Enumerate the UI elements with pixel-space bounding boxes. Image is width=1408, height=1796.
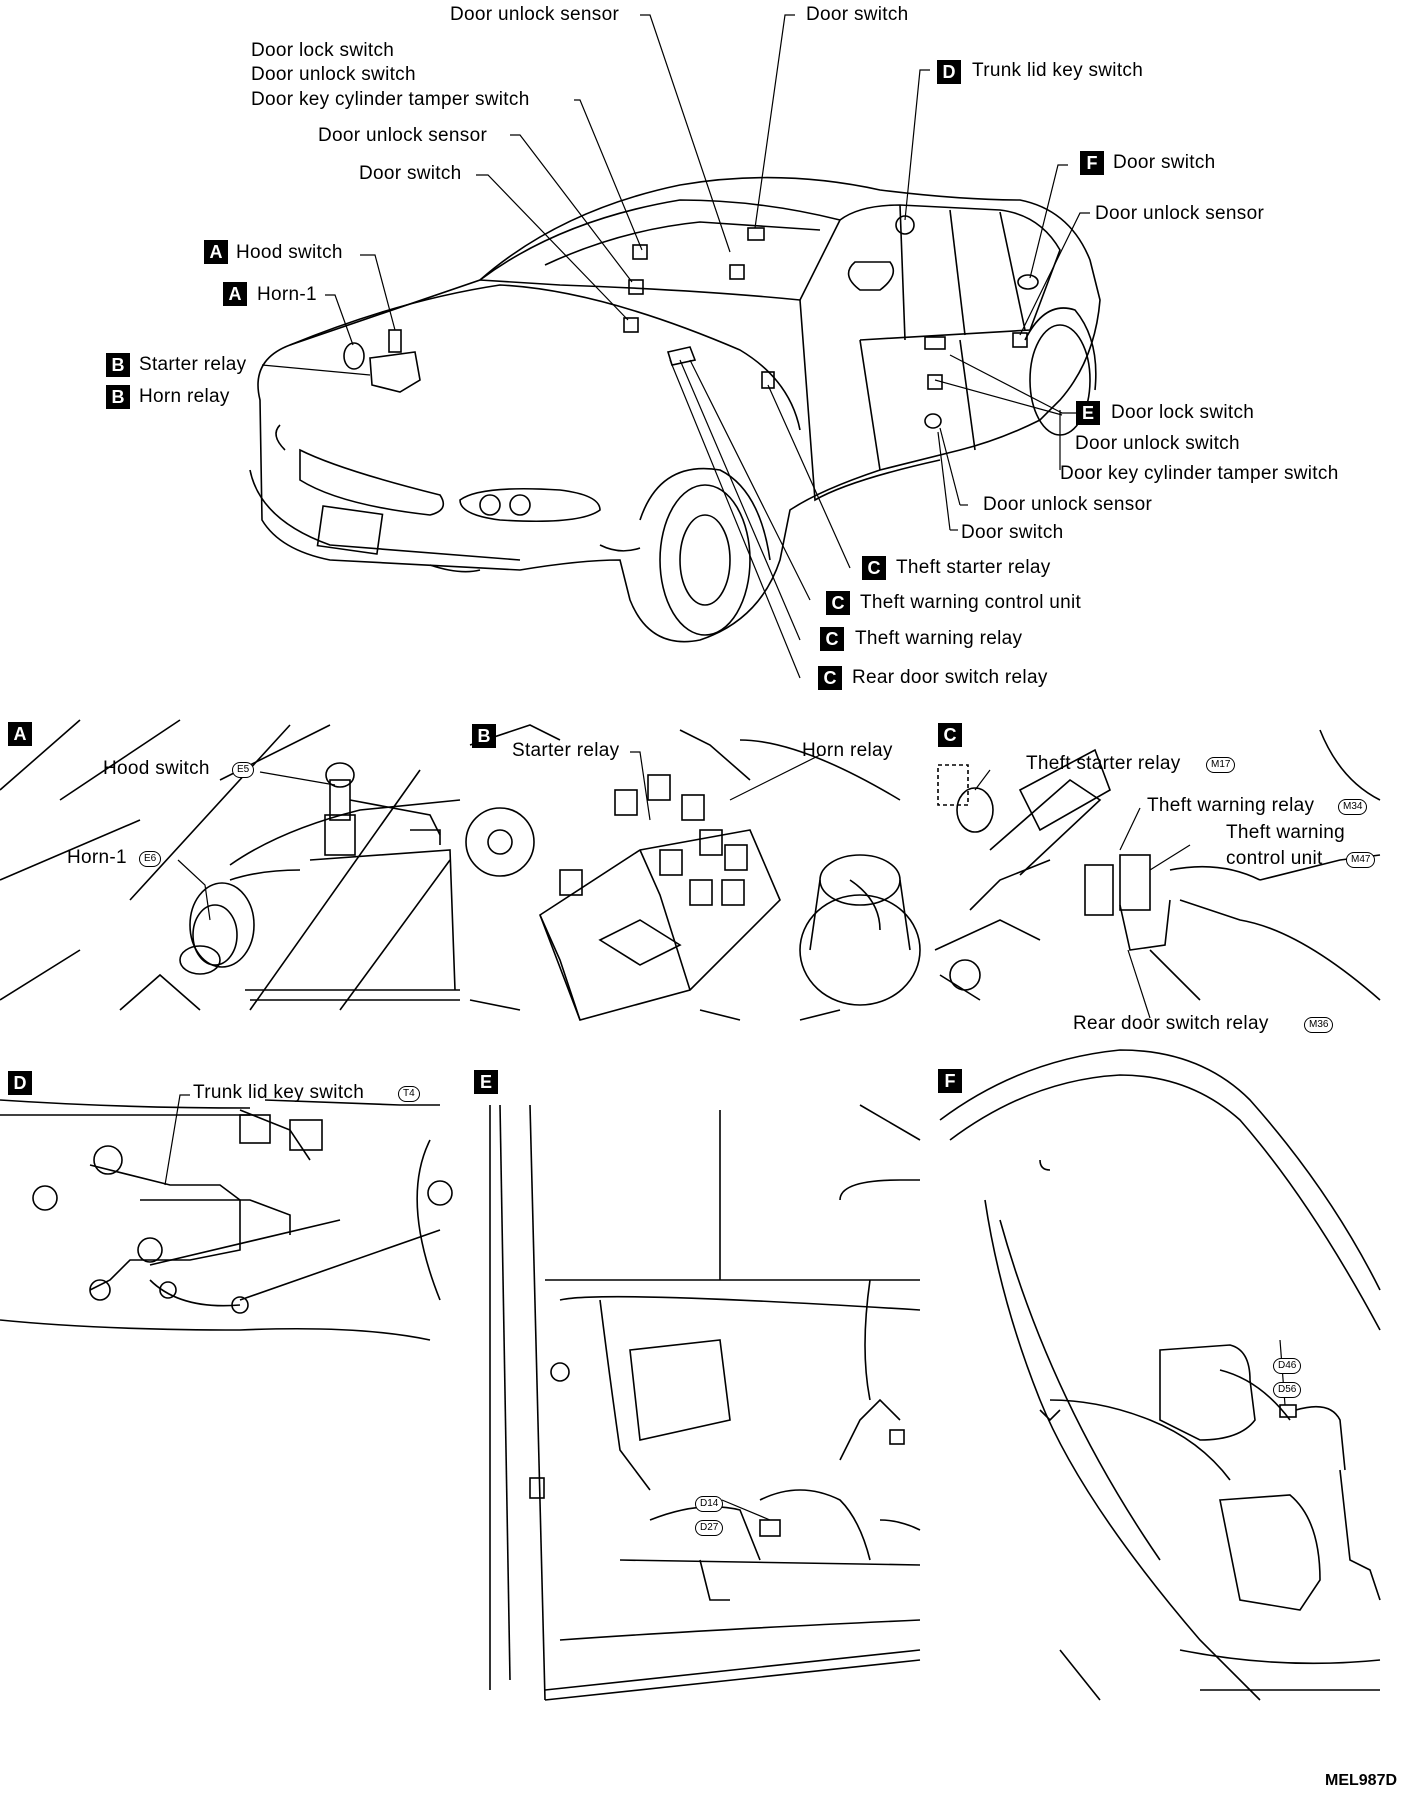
label-door-switch-top: Door switch — [806, 4, 909, 25]
tag-a-horn: A — [223, 282, 247, 306]
tag-c-rear-door: C — [818, 666, 842, 690]
label-door-lock-switch-left: Door lock switch — [251, 40, 395, 61]
panel-f-drawing — [939, 1049, 1381, 1701]
label-horn-relay: Horn relay — [139, 386, 230, 407]
label-hood-switch: Hood switch — [236, 242, 343, 263]
label-trunk-lid-key-switch: Trunk lid key switch — [972, 60, 1144, 81]
tag-c-theft-warning-cu: C — [826, 591, 850, 615]
panel-c-theft-warning-label: Theft warning — [1226, 822, 1346, 843]
label-door-lock-switch-e: Door lock switch — [1111, 402, 1255, 423]
panel-e-tag: E — [474, 1070, 498, 1094]
tag-c-theft-warning-relay: C — [820, 627, 844, 651]
panel-c-control-unit-connector: M47 — [1346, 852, 1376, 868]
label-theft-warning-control-unit: Theft warning control unit — [860, 592, 1082, 613]
panel-a-drawing — [0, 719, 461, 1011]
panel-d-trunk-connector: T4 — [398, 1086, 420, 1102]
panel-d-tag: D — [8, 1071, 32, 1095]
leader-lines-overview — [261, 14, 1090, 679]
label-starter-relay: Starter relay — [139, 354, 247, 375]
label-door-switch-rear: Door switch — [961, 522, 1064, 543]
panel-b-starter-relay-label: Starter relay — [512, 740, 620, 761]
label-door-unlock-sensor-right: Door unlock sensor — [1095, 203, 1265, 224]
panel-b-drawing — [465, 724, 921, 1021]
panel-c-theft-warning-relay-connector: M34 — [1338, 799, 1368, 815]
panel-c-rear-door-switch-relay-label: Rear door switch relay — [1073, 1013, 1269, 1034]
panel-c-rear-door-connector: M36 — [1304, 1017, 1334, 1033]
panel-e-connector-d14: D14 — [695, 1496, 724, 1512]
panel-e-connector-d27: D27 — [695, 1520, 724, 1536]
tag-d-trunk: D — [937, 60, 961, 84]
panel-d-drawing — [0, 1099, 453, 1341]
panel-a-horn1-connector: E6 — [139, 851, 162, 867]
tag-a-hood: A — [204, 240, 228, 264]
panel-c-theft-starter-relay-label: Theft starter relay — [1026, 753, 1181, 774]
panel-f-tag: F — [938, 1069, 962, 1093]
tag-b-starter: B — [106, 353, 130, 377]
figure-reference: MEL987D — [1325, 1772, 1398, 1789]
panel-a-tag: A — [8, 722, 32, 746]
label-door-unlock-sensor-left: Door unlock sensor — [318, 125, 488, 146]
panel-a-hood-connector: E5 — [232, 762, 255, 778]
car-overview-drawing — [249, 176, 1101, 643]
label-door-switch-f: Door switch — [1113, 152, 1216, 173]
label-door-unlock-switch-left: Door unlock switch — [251, 64, 416, 85]
label-door-unlock-sensor-rear: Door unlock sensor — [983, 494, 1153, 515]
panel-e-drawing — [489, 1104, 921, 1701]
panel-c-control-unit-label: control unit — [1226, 848, 1323, 869]
panel-b-tag: B — [472, 724, 496, 748]
tag-e-door-lock: E — [1076, 401, 1100, 425]
label-horn1: Horn-1 — [257, 284, 317, 305]
panel-b-horn-relay-label: Horn relay — [802, 740, 893, 761]
panel-a-hood-switch-label: Hood switch — [103, 758, 210, 779]
label-door-key-cylinder-e: Door key cylinder tamper switch — [1060, 463, 1339, 484]
label-rear-door-switch-relay: Rear door switch relay — [852, 667, 1048, 688]
panel-c-theft-warning-relay-label: Theft warning relay — [1147, 795, 1315, 816]
panel-c-theft-starter-connector: M17 — [1206, 757, 1236, 773]
label-door-switch-left: Door switch — [359, 163, 462, 184]
label-theft-warning-relay: Theft warning relay — [855, 628, 1023, 649]
label-door-unlock-switch-e: Door unlock switch — [1075, 433, 1240, 454]
label-door-unlock-sensor-top: Door unlock sensor — [450, 4, 620, 25]
panel-a-horn1-label: Horn-1 — [67, 847, 127, 868]
label-door-key-cylinder-left: Door key cylinder tamper switch — [251, 89, 530, 110]
tag-f-door: F — [1080, 151, 1104, 175]
panel-f-connector-d46: D46 — [1273, 1358, 1302, 1374]
panel-c-drawing — [934, 729, 1381, 1001]
label-theft-starter-relay: Theft starter relay — [896, 557, 1051, 578]
panel-d-trunk-lid-key-switch-label: Trunk lid key switch — [193, 1082, 365, 1103]
panel-f-connector-d56: D56 — [1273, 1382, 1302, 1398]
tag-b-horn: B — [106, 385, 130, 409]
tag-c-theft-starter: C — [862, 556, 886, 580]
panel-c-tag: C — [938, 723, 962, 747]
